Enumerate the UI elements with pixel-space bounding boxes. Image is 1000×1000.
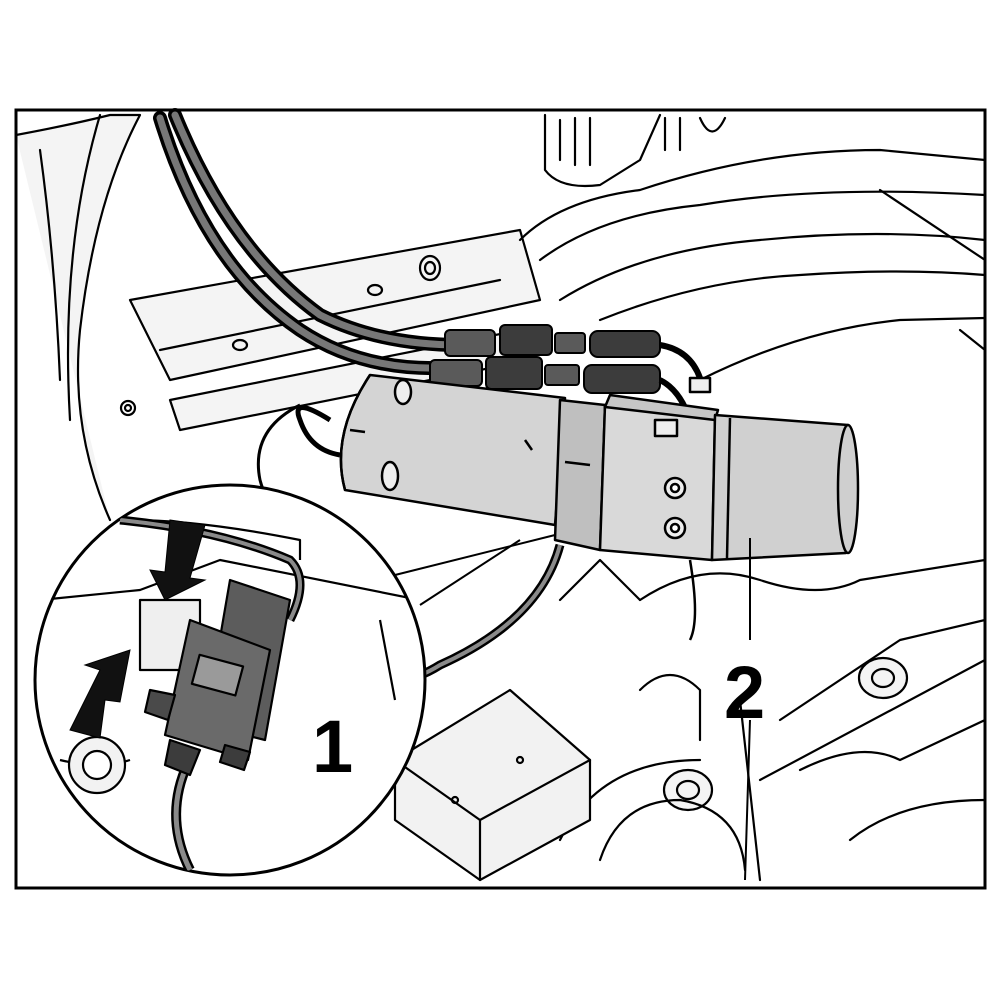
detail-inset (33, 483, 427, 877)
engine-bay-background (16, 113, 985, 882)
callout-label-2: 2 (724, 651, 765, 734)
leader-lines (260, 534, 751, 881)
hydraulic-pump-unit (256, 373, 860, 684)
press-arrow-top (149, 519, 207, 601)
callout-label-1: 1 (312, 705, 353, 788)
wiring-harness (153, 108, 467, 376)
harness-connectors (429, 324, 703, 421)
figure-frame (14, 108, 987, 890)
press-arrow-bottom (69, 649, 131, 739)
